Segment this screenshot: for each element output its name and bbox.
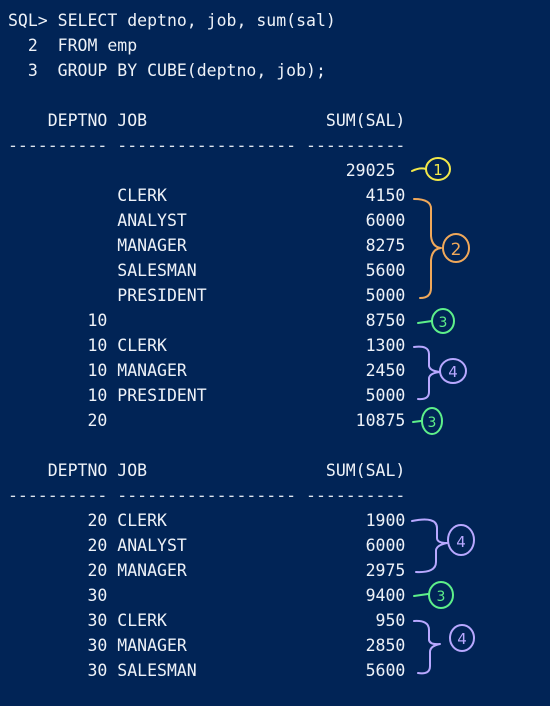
table-row: 20 10875 (8, 411, 406, 430)
sql-line-2: 2 FROM emp (8, 36, 138, 55)
table-row: MANAGER 8275 (8, 236, 406, 255)
table-row: CLERK 4150 (8, 186, 406, 205)
table-row: ANALYST 6000 (8, 211, 406, 230)
table-row: 30 9400 (8, 586, 406, 605)
table-row: 29025 (8, 161, 396, 180)
result-header: DEPTNO JOB SUM(SAL) (8, 111, 406, 130)
table-row: 30 CLERK 950 (8, 611, 406, 630)
table-row: 10 PRESIDENT 5000 (8, 386, 406, 405)
table-row: 10 MANAGER 2450 (8, 361, 406, 380)
sql-line-3: 3 GROUP BY CUBE(deptno, job); (8, 61, 326, 80)
table-row: 10 CLERK 1300 (8, 336, 406, 355)
sql-prompt-line: SQL> SELECT deptno, job, sum(sal) (8, 11, 336, 30)
table-row: 10 8750 (8, 311, 406, 330)
table-row: 20 CLERK 1900 (8, 511, 406, 530)
table-row: 20 ANALYST 6000 (8, 536, 406, 555)
table-row: 20 MANAGER 2975 (8, 561, 406, 580)
result-header: DEPTNO JOB SUM(SAL) (8, 461, 406, 480)
table-row: PRESIDENT 5000 (8, 286, 406, 305)
result-separator: ---------- ------------------ ---------- (8, 136, 406, 155)
result-separator: ---------- ------------------ ---------- (8, 486, 406, 505)
table-row: 30 MANAGER 2850 (8, 636, 406, 655)
table-row: SALESMAN 5600 (8, 261, 406, 280)
table-row: 30 SALESMAN 5600 (8, 661, 406, 680)
